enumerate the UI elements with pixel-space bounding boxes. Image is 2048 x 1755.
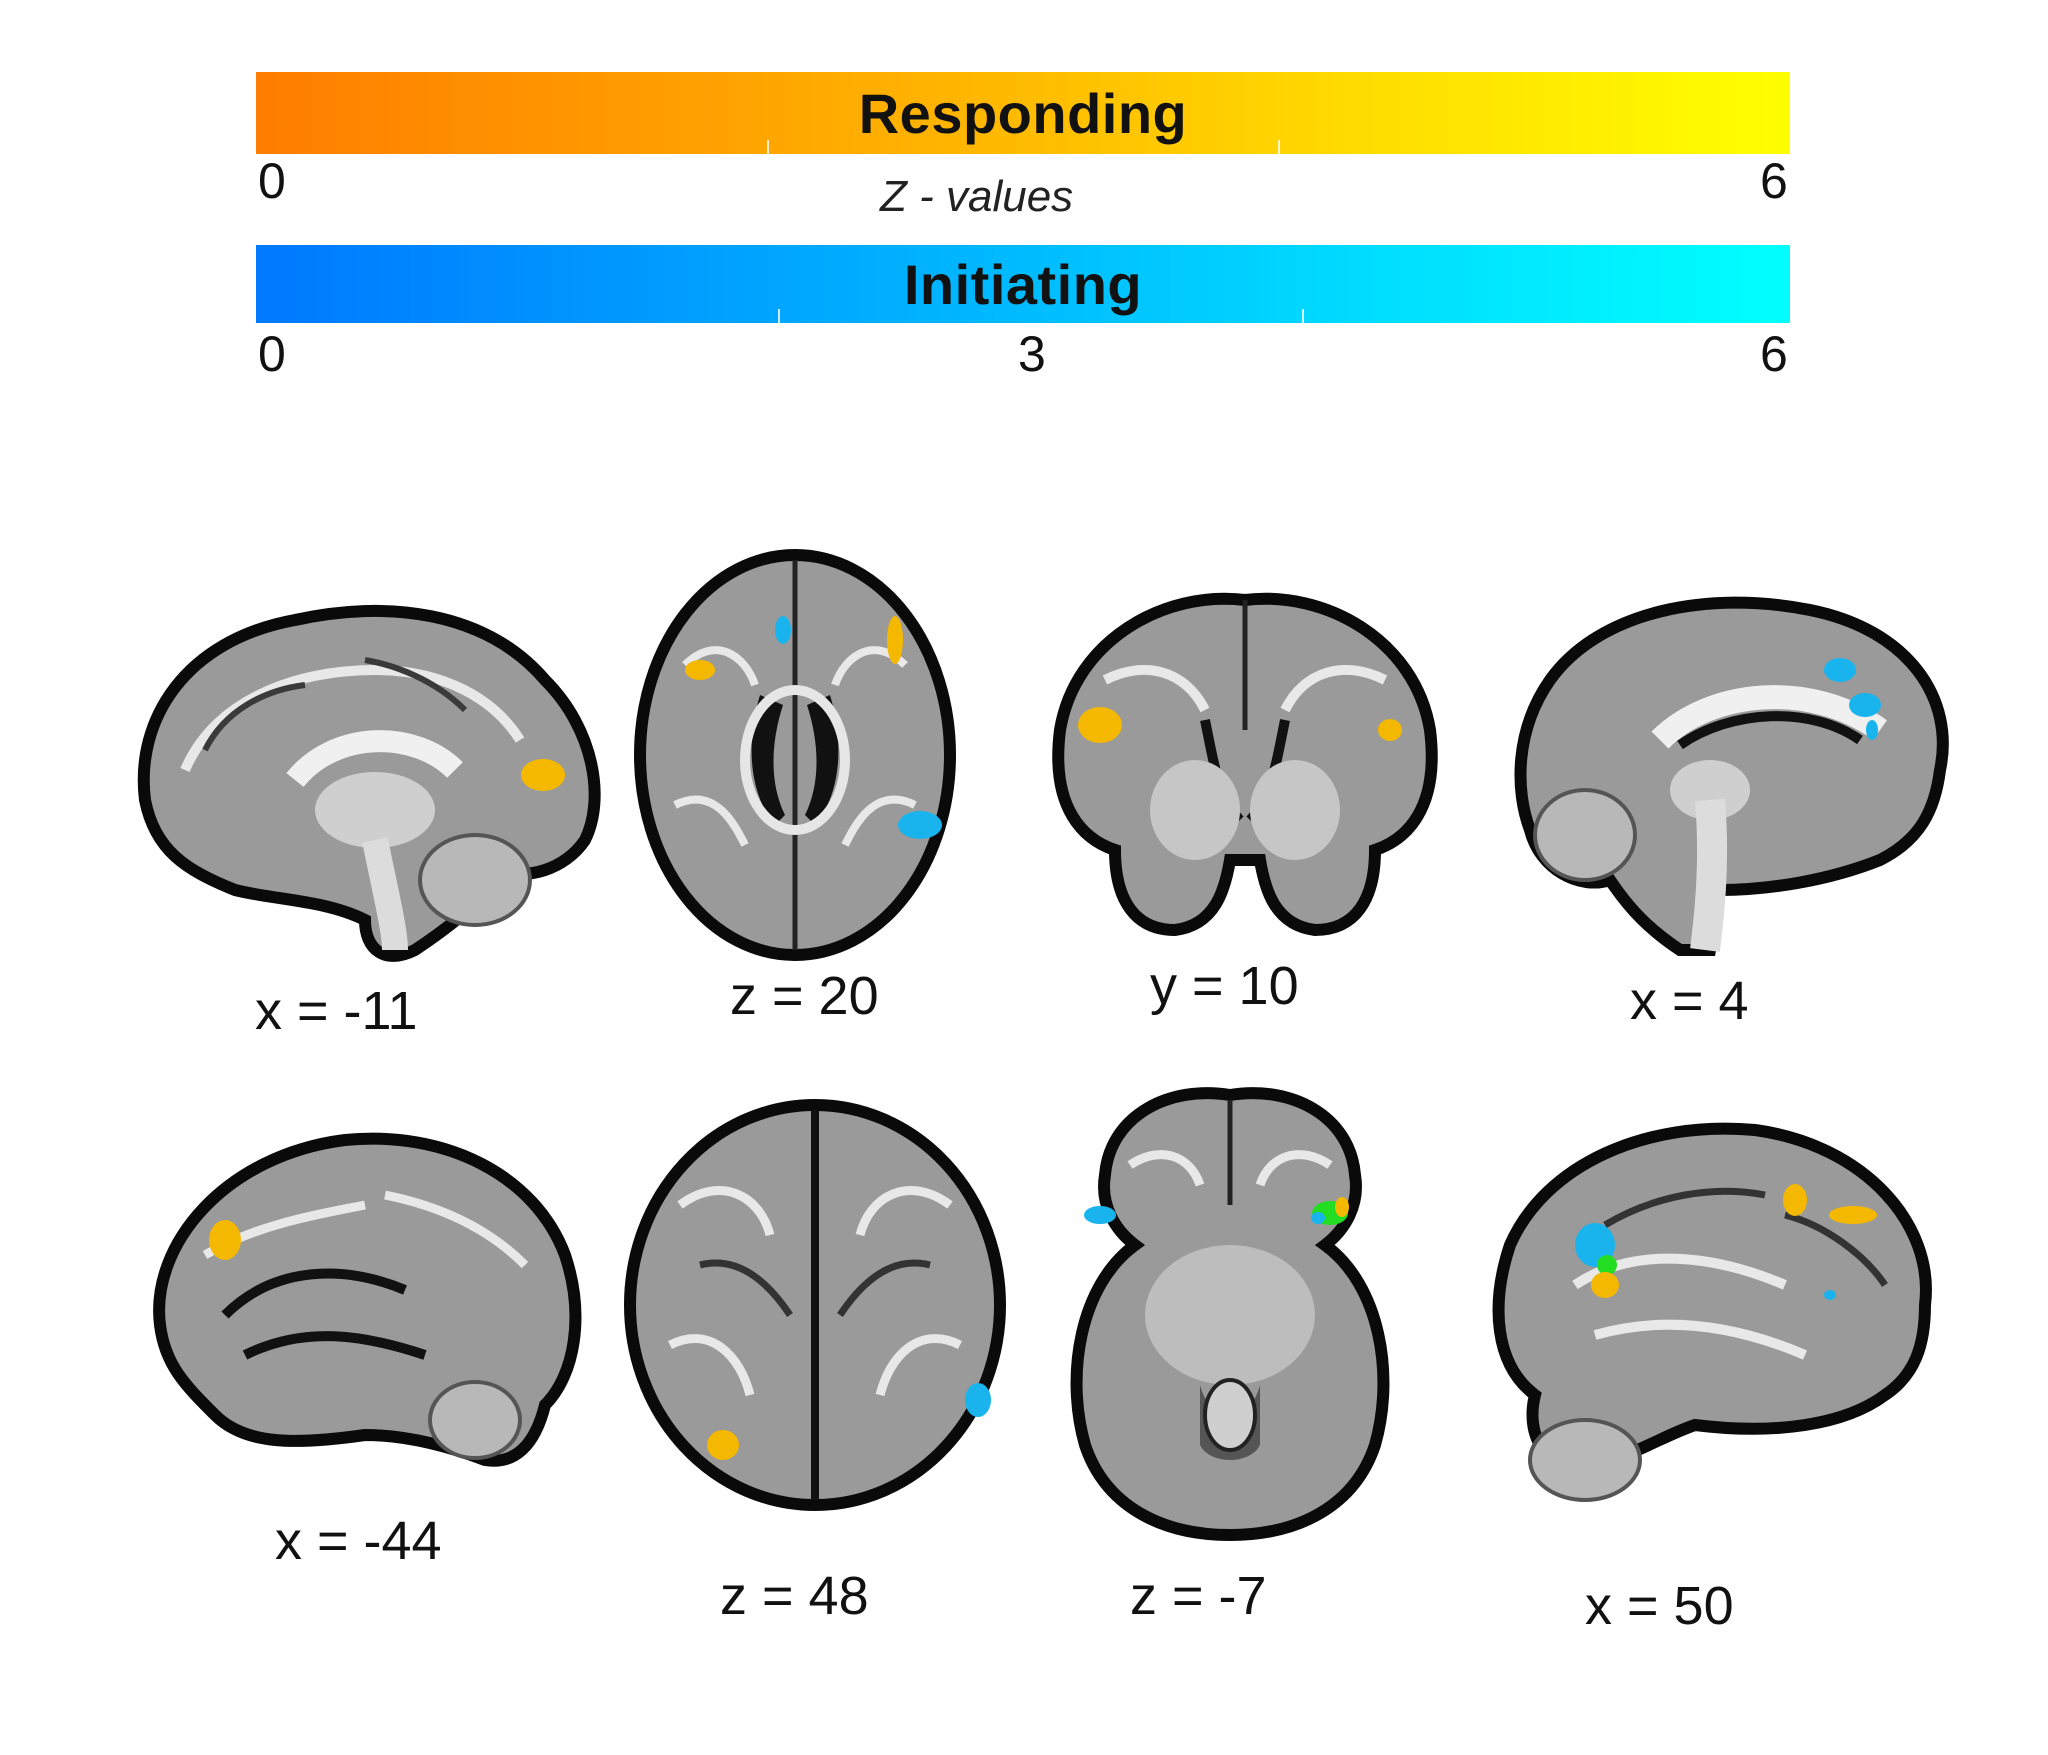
responding-max-label: 6	[1760, 153, 1788, 209]
initiating-colorbar-title: Initiating	[903, 252, 1143, 316]
initiating-cluster	[898, 811, 942, 839]
initiating-cluster	[1849, 693, 1881, 717]
colorbar-tick	[767, 140, 769, 154]
slice-caption: y = 10	[1150, 956, 1299, 1016]
slice-caption: z = 48	[720, 1566, 869, 1626]
responding-cluster	[1078, 707, 1122, 743]
colorbar-tick	[778, 309, 780, 323]
brain-coronal-image	[1052, 592, 1438, 937]
brain-axial-image	[634, 549, 956, 961]
initiating-mid-label: 3	[1018, 326, 1046, 382]
slice-caption: z = 20	[730, 966, 879, 1026]
initiating-max-label: 6	[1760, 326, 1788, 382]
brain-axial-image	[624, 1099, 1006, 1511]
initiating-cluster	[965, 1383, 991, 1417]
initiating-cluster	[1824, 1290, 1836, 1300]
responding-cluster	[887, 616, 903, 664]
brain-axial-image	[1070, 1087, 1390, 1542]
responding-cluster	[685, 660, 715, 680]
slice-axial-z-neg7: z = -7	[1060, 1085, 1400, 1626]
initiating-colorbar: Initiating	[256, 245, 1790, 323]
initiating-min-label: 0	[258, 326, 286, 382]
responding-cluster	[521, 759, 565, 791]
slice-sagittal-x-4: x = 4	[1510, 570, 1960, 1031]
slice-coronal-y-10: y = 10	[1045, 580, 1445, 1016]
responding-colorbar-title: Responding	[858, 81, 1188, 145]
responding-cluster	[1829, 1206, 1877, 1224]
responding-cluster	[707, 1430, 739, 1460]
overlap-cluster	[1597, 1255, 1617, 1275]
slice-caption: x = -11	[255, 981, 418, 1041]
slice-axial-z-20: z = 20	[625, 545, 965, 1026]
responding-min-label: 0	[258, 153, 286, 209]
slice-sagittal-x-neg44: x = -44	[145, 1115, 585, 1571]
initiating-cluster	[1866, 720, 1878, 740]
initiating-cluster	[1311, 1212, 1325, 1224]
brain-slices-panel: x = -11 z = 20 y = 10	[0, 480, 2048, 1720]
slice-sagittal-x-50: x = 50	[1485, 1105, 1935, 1636]
slice-caption: x = 50	[1585, 1576, 1734, 1636]
slice-axial-z-48: z = 48	[620, 1095, 1010, 1626]
initiating-cluster	[1084, 1206, 1116, 1224]
responding-colorbar: Responding	[256, 72, 1790, 154]
initiating-cluster	[1824, 658, 1856, 682]
brain-sagittal-image	[1492, 1122, 1932, 1502]
responding-cluster	[209, 1220, 241, 1260]
z-values-label: Z - values	[880, 172, 1074, 221]
slice-sagittal-x-neg11: x = -11	[125, 570, 605, 1041]
responding-cluster	[1378, 719, 1402, 741]
colorbar-tick	[1278, 140, 1280, 154]
responding-cluster	[1783, 1184, 1807, 1216]
brain-sagittal-image	[137, 604, 601, 962]
initiating-cluster	[775, 616, 791, 644]
responding-cluster	[1591, 1272, 1619, 1298]
slice-caption: x = 4	[1630, 971, 1749, 1031]
slice-caption: x = -44	[275, 1511, 442, 1571]
slice-caption: z = -7	[1130, 1566, 1267, 1626]
colorbar-legend: Responding 0 6 Z - values Initiating 0 3…	[0, 0, 2048, 420]
colorbar-tick	[1302, 309, 1304, 323]
brain-sagittal-image	[153, 1132, 582, 1467]
brain-sagittal-image	[1514, 596, 1949, 956]
responding-cluster	[1335, 1197, 1349, 1217]
